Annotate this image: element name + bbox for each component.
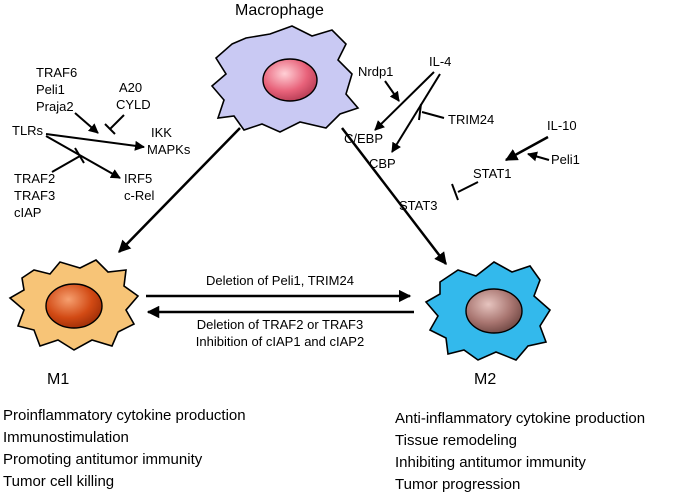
m1-function-item: Tumor cell killing [3,473,115,490]
stat1-inhibits-stat3-bar [451,183,459,201]
m2-function-item: Tumor progression [395,476,521,493]
macrophage-nucleus [262,58,318,102]
a20-cyld-inhibition [109,114,125,130]
peli1-to-stat1-arrow [527,151,550,162]
trim24-inhibition [421,111,445,119]
m1-cell [8,259,140,351]
m1-function-item: Proinflammatory cytokine production [3,407,246,424]
praja2-label: Praja2 [36,99,74,114]
il4-label: IL-4 [429,54,451,69]
m2-function-item: Inhibiting antitumor immunity [395,454,586,471]
nrdp1-label: Nrdp1 [358,64,393,79]
macrophage-cell [210,25,360,133]
m2-label: M2 [474,371,496,388]
m2-to-m1-label-line2: Inhibition of cIAP1 and cIAP2 [196,334,364,349]
cyld-label: CYLD [116,97,151,112]
peli1-m1-label: Peli1 [36,82,65,97]
traf3-label: TRAF3 [14,188,55,203]
irf5-label: IRF5 [124,171,152,186]
m2-to-m1-label-line1: Deletion of TRAF2 or TRAF3 [197,317,363,332]
m2-function-list: Anti-inflammatory cytokine production Ti… [395,408,645,493]
ikk-label: IKK [151,125,172,140]
tlrs-label: TLRs [12,123,44,138]
macrophage-to-m1-arrow [118,127,241,253]
crel-label: c-Rel [124,188,154,203]
macrophage-to-m2-arrow [341,127,447,265]
il10-to-stat1-arrow [504,135,549,162]
macrophage-label: Macrophage [235,2,324,19]
nrdp1-to-cebp-arrow [384,80,400,102]
traf-inhibition-bar [74,147,85,164]
stat3-label: STAT3 [399,198,438,213]
cebp-label: C/EBP [344,131,383,146]
m1-function-list: Proinflammatory cytokine production Immu… [3,405,246,493]
tlrs-to-irf5-arrow [45,135,121,179]
m1-function-item: Promoting antitumor immunity [3,451,203,468]
m1-function-item: Immunostimulation [3,429,129,446]
m2-cell [424,261,552,361]
traf2-label: TRAF2 [14,171,55,186]
a20-cyld-inhibition-bar [104,123,116,135]
cbp-label: CBP [369,156,396,171]
il4-to-cebp-arrow [374,71,435,131]
m1-label: M1 [47,371,69,388]
m1-nucleus [45,283,103,329]
stat1-label: STAT1 [473,166,512,181]
adaptors-to-tlrs-arrow [74,112,99,134]
trim24-label: TRIM24 [448,112,494,127]
tlrs-to-mapks-arrow [45,133,145,151]
m2-nucleus [465,288,523,334]
trim24-inhibition-bar [418,103,422,121]
ciap-label: cIAP [14,205,41,220]
traf6-label: TRAF6 [36,65,77,80]
peli1-m2-label: Peli1 [551,152,580,167]
il10-label: IL-10 [547,118,577,133]
m2-function-item: Tissue remodeling [395,432,517,449]
il4-to-cbp-arrow [391,73,441,153]
a20-label: A20 [119,80,142,95]
m1-to-m2-label: Deletion of Peli1, TRIM24 [206,273,354,288]
traf-inhibition [51,155,81,173]
m2-function-item: Anti-inflammatory cytokine production [395,410,646,427]
mapks-label: MAPKs [147,142,191,157]
stat1-inhibits-stat3 [457,181,479,193]
